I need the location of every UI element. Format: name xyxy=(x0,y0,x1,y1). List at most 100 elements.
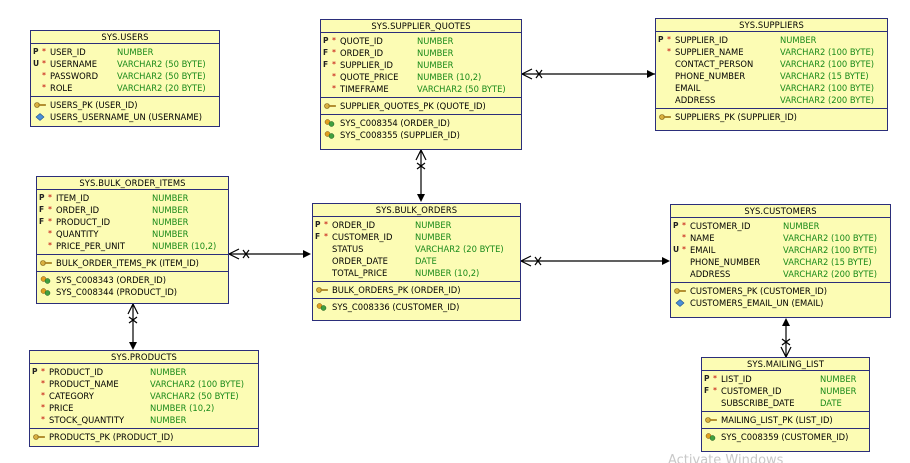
key-row[interactable]: MAILING_LIST_PK (LIST_ID) xyxy=(702,414,869,426)
unique-key-icon xyxy=(675,299,685,307)
column-name: CONTACT_PERSON xyxy=(675,59,754,69)
key-label: USERS_USERNAME_UN (USERNAME) xyxy=(50,112,202,122)
column-name: STATUS xyxy=(332,244,364,254)
column-type: VARCHAR2 (50 BYTE) xyxy=(117,71,206,81)
column-type: VARCHAR2 (100 BYTE) xyxy=(783,245,877,255)
key-row[interactable]: BULK_ORDERS_PK (ORDER_ID) xyxy=(313,284,520,296)
watermark-text: Activate Windows xyxy=(668,453,784,463)
column-type: NUMBER (10,2) xyxy=(152,241,217,251)
key-label: CUSTOMERS_EMAIL_UN (EMAIL) xyxy=(690,298,824,308)
column-name: SUPPLIER_NAME xyxy=(675,47,744,57)
table-title: SYS.CUSTOMERS xyxy=(671,205,890,218)
mandatory-marker: * xyxy=(713,374,717,383)
key-icon xyxy=(674,288,686,294)
foreign-keys-section: SYS_C008343 (ORDER_ID)SYS_C008344 (PRODU… xyxy=(37,272,228,300)
key-row[interactable]: BULK_ORDER_ITEMS_PK (ITEM_ID) xyxy=(37,257,228,269)
key-row[interactable]: SUPPLIERS_PK (SUPPLIER_ID) xyxy=(656,111,887,123)
foreign-key-row[interactable]: SYS_C008336 (CUSTOMER_ID) xyxy=(313,301,520,313)
optional-mark-items-orders xyxy=(242,249,250,259)
mandatory-marker: * xyxy=(332,60,336,69)
optional-mark-orders-customers xyxy=(534,256,542,266)
key-label: CUSTOMERS_PK (CUSTOMER_ID) xyxy=(690,286,828,296)
table-title: SYS.SUPPLIER_QUOTES xyxy=(321,20,521,33)
column-name: SUPPLIER_ID xyxy=(340,60,393,70)
column-type: NUMBER xyxy=(152,229,189,239)
column-name: PHONE_NUMBER xyxy=(675,71,746,81)
foreign-key-row[interactable]: SYS_C008355 (SUPPLIER_ID) xyxy=(321,129,521,141)
foreign-key-label: SYS_C008336 (CUSTOMER_ID) xyxy=(332,302,460,312)
key-flag: P xyxy=(39,193,45,202)
optional-mark-mailing-customers xyxy=(781,338,791,346)
foreign-key-row[interactable]: SYS_C008343 (ORDER_ID) xyxy=(37,274,228,286)
foreign-key-row[interactable]: SYS_C008354 (ORDER_ID) xyxy=(321,117,521,129)
column-name: CUSTOMER_ID xyxy=(332,232,393,242)
column-type: NUMBER xyxy=(150,367,187,377)
keys-section: BULK_ORDER_ITEMS_PK (ITEM_ID) xyxy=(37,255,228,272)
column-name: CATEGORY xyxy=(49,391,94,401)
foreign-key-row[interactable]: SYS_C008359 (CUSTOMER_ID) xyxy=(702,431,869,443)
key-row[interactable]: PRODUCTS_PK (PRODUCT_ID) xyxy=(30,431,258,443)
foreign-keys-section: SYS_C008359 (CUSTOMER_ID) xyxy=(702,429,869,445)
key-row[interactable]: USERS_PK (USER_ID) xyxy=(31,99,219,111)
key-row[interactable]: CUSTOMERS_EMAIL_UN (EMAIL) xyxy=(671,297,890,309)
key-row[interactable]: USERS_USERNAME_UN (USERNAME) xyxy=(31,111,219,123)
key-flag: F xyxy=(39,205,45,214)
foreign-key-row[interactable]: SYS_C008344 (PRODUCT_ID) xyxy=(37,286,228,298)
key-icon xyxy=(705,417,717,423)
key-row[interactable]: CUSTOMERS_PK (CUSTOMER_ID) xyxy=(671,285,890,297)
mandatory-marker: * xyxy=(332,48,336,57)
key-row[interactable]: SUPPLIER_QUOTES_PK (QUOTE_ID) xyxy=(321,100,521,112)
column-type: VARCHAR2 (100 BYTE) xyxy=(150,379,244,389)
keys-section: CUSTOMERS_PK (CUSTOMER_ID) CUSTOMERS_EMAI… xyxy=(671,283,890,311)
